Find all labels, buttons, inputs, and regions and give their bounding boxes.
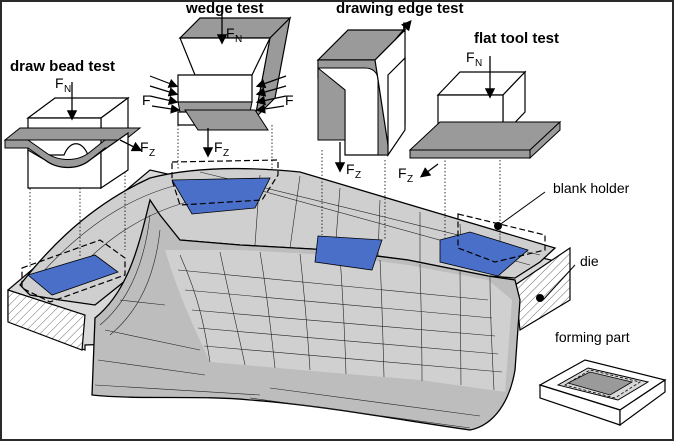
die-marker xyxy=(536,294,544,302)
svg-text:F: F xyxy=(214,139,223,155)
svg-text:N: N xyxy=(475,58,482,69)
die-leader xyxy=(542,264,576,301)
force-label-draw-bead-fz: F Z xyxy=(140,139,155,159)
force-label-flat-fz: F Z xyxy=(398,165,413,185)
projection-lines xyxy=(29,125,501,268)
region-drawing-edge xyxy=(314,235,383,271)
force-label-wedge-fz: F Z xyxy=(214,139,229,159)
label-forming-part: forming part xyxy=(555,329,630,345)
label-wedge-test: wedge test xyxy=(185,0,264,17)
forming-part-inset xyxy=(538,359,667,427)
draw-bead-tool xyxy=(3,82,143,190)
drawing-edge-tool xyxy=(316,20,412,173)
region-draw-bead xyxy=(27,254,119,296)
test-location-outlines xyxy=(21,159,546,303)
label-die: die xyxy=(580,253,599,269)
svg-text:Z: Z xyxy=(355,170,361,181)
svg-text:Z: Z xyxy=(223,148,229,159)
force-label-drawing-edge-fz: F Z xyxy=(346,161,361,181)
svg-text:F: F xyxy=(55,75,64,91)
force-label-draw-bead-fn: F N xyxy=(55,75,71,95)
svg-text:Z: Z xyxy=(407,174,413,185)
svg-text:F: F xyxy=(466,49,475,65)
region-wedge xyxy=(171,177,271,215)
force-label-wedge-f-left: F xyxy=(142,92,151,108)
test-regions xyxy=(27,177,529,296)
svg-text:N: N xyxy=(235,34,242,45)
die-left-section xyxy=(7,289,86,351)
blank-holder-marker xyxy=(494,222,502,230)
label-blank-holder: blank holder xyxy=(553,180,630,196)
wedge-tool xyxy=(149,14,292,158)
label-flat-tool-test: flat tool test xyxy=(474,30,559,47)
svg-text:F: F xyxy=(346,161,355,177)
label-drawing-edge-test: drawing edge test xyxy=(336,0,464,17)
blank-holder-leader xyxy=(497,191,546,227)
force-label-drawing-edge-f: F xyxy=(402,19,411,35)
force-label-wedge-f-right: F xyxy=(285,92,294,108)
svg-text:N: N xyxy=(64,84,71,95)
flat-tool xyxy=(408,56,562,178)
svg-text:F: F xyxy=(140,139,149,155)
label-draw-bead-test: draw bead test xyxy=(10,58,115,75)
formed-blank xyxy=(19,167,557,431)
force-label-wedge-fn: F N xyxy=(226,25,242,45)
svg-text:F: F xyxy=(398,165,407,181)
region-flat-tool xyxy=(439,231,529,277)
svg-text:F: F xyxy=(226,25,235,41)
svg-text:Z: Z xyxy=(149,148,155,159)
force-label-flat-fn: F N xyxy=(466,49,482,69)
